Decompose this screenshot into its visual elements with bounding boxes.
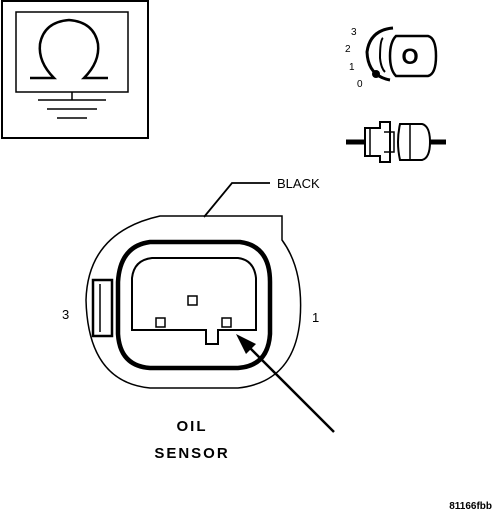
locking-tab bbox=[91, 278, 114, 338]
ignition-key-label: O bbox=[401, 44, 418, 69]
ohmmeter-icon bbox=[1, 0, 149, 139]
ignition-position-3: 3 bbox=[351, 27, 357, 38]
component-name-line1: OIL bbox=[177, 418, 208, 435]
terminal-1 bbox=[221, 317, 232, 328]
wire-color-label: BLACK bbox=[277, 176, 320, 191]
wire-callout-line bbox=[203, 182, 270, 218]
ignition-position-2: 2 bbox=[345, 44, 351, 55]
terminal-3 bbox=[155, 317, 166, 328]
terminal-2 bbox=[187, 295, 198, 306]
oil-sensor-connector bbox=[85, 215, 302, 389]
component-name-line2: SENSOR bbox=[154, 445, 229, 462]
figure-code: 81166fbb bbox=[449, 501, 492, 512]
ignition-position-0: 0 bbox=[357, 79, 363, 90]
pin-label-right: 1 bbox=[312, 310, 319, 325]
pin-label-left: 3 bbox=[62, 307, 69, 322]
connector-pair-icon bbox=[346, 121, 446, 163]
ignition-key-icon: 3 2 1 0 O bbox=[345, 26, 438, 90]
pin-callout-arrow bbox=[236, 334, 335, 433]
ignition-position-1: 1 bbox=[349, 62, 355, 73]
